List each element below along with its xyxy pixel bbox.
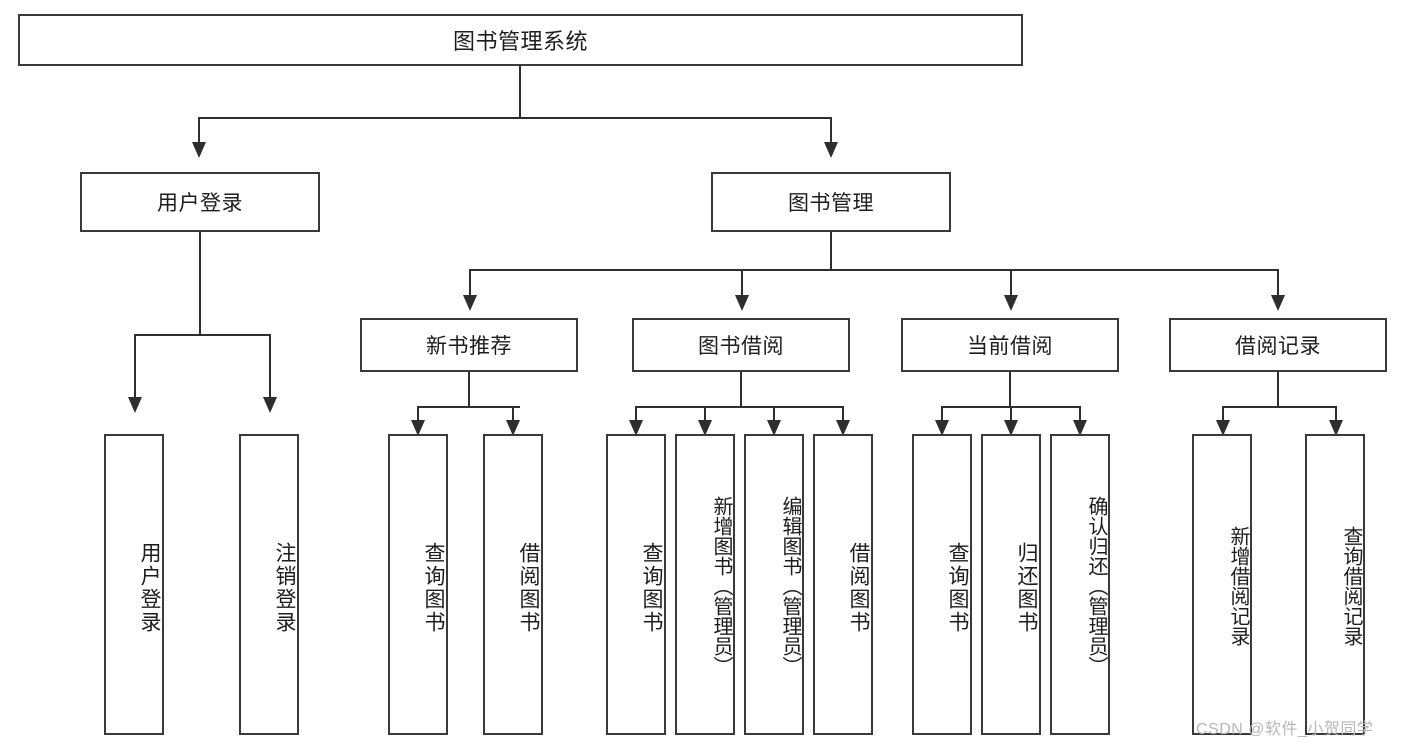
connector-current-borrow-leaf-2 [1010,406,1012,424]
arrowhead-bm-current-borrow [1004,295,1018,311]
connector-bm-to-book-borrow [741,269,743,298]
arrowhead-book-borrow-leaf-2 [698,420,712,436]
connector-borrow-record-leaf-2 [1335,406,1337,424]
connector-book-borrow-leaf-4 [842,406,844,424]
connector-root-bar [198,117,832,119]
connector-root-to-user-login [198,117,200,144]
arrowhead-current-borrow-leaf-1 [935,420,949,436]
leaf-book-borrow-add-admin[interactable]: 新增图书（管理员） [675,434,735,735]
connector-book-borrow-leaf-1 [635,406,637,424]
node-book-borrow[interactable]: 图书借阅 [632,318,850,372]
connector-book-management-bar [469,269,1279,271]
connector-borrow-record-bar [1222,406,1335,408]
arrowhead-bm-new-book [463,295,477,311]
leaf-borrow-record-query[interactable]: 查询借阅记录 [1305,434,1365,735]
arrowhead-new-book-leaf-2 [506,420,520,436]
connector-book-borrow-bar [635,406,844,408]
connector-book-borrow-leaf-2 [704,406,706,424]
arrowhead-book-borrow-leaf-3 [767,420,781,436]
node-current-borrow[interactable]: 当前借阅 [901,318,1119,372]
arrowhead-borrow-record-leaf-1 [1216,420,1230,436]
connector-borrow-record-leaf-1 [1222,406,1224,424]
leaf-current-borrow-return[interactable]: 归还图书 [981,434,1041,735]
connector-new-book-stem [468,372,470,408]
arrowhead-new-book-leaf-1 [411,420,425,436]
connector-user-login-stem [199,232,201,335]
leaf-current-borrow-confirm-admin[interactable]: 确认归还（管理员） [1050,434,1110,735]
node-new-book-recommend[interactable]: 新书推荐 [360,318,578,372]
leaf-book-borrow-edit-admin[interactable]: 编辑图书（管理员） [744,434,804,735]
arrowhead-book-borrow-leaf-1 [629,420,643,436]
connector-bm-to-borrow-record [1277,269,1279,298]
node-book-management[interactable]: 图书管理 [711,172,951,232]
arrowhead-user-login-leaf-2 [263,397,277,413]
connector-book-borrow-stem [740,372,742,408]
leaf-book-borrow-borrow[interactable]: 借阅图书 [813,434,873,735]
arrowhead-borrow-record-leaf-2 [1329,420,1343,436]
connector-book-management-stem [830,232,832,271]
arrowhead-current-borrow-leaf-2 [1004,420,1018,436]
connector-root-stem [519,66,521,118]
connector-user-login-to-leaf-2 [269,334,271,399]
leaf-new-book-borrow[interactable]: 借阅图书 [483,434,543,735]
leaf-user-logout[interactable]: 注销登录 [239,434,299,735]
arrowhead-book-borrow-leaf-4 [836,420,850,436]
leaf-borrow-record-add[interactable]: 新增借阅记录 [1192,434,1252,735]
connector-root-to-book-management [830,117,832,144]
connector-bm-to-new-book [469,269,471,298]
node-root-book-management-system[interactable]: 图书管理系统 [18,14,1023,66]
leaf-new-book-query[interactable]: 查询图书 [388,434,448,735]
connector-current-borrow-leaf-1 [941,406,943,424]
connector-book-borrow-leaf-3 [773,406,775,424]
arrowhead-current-borrow-leaf-3 [1073,420,1087,436]
connector-borrow-record-stem [1277,372,1279,408]
connector-new-book-leaf-1 [417,406,419,424]
arrowhead-bm-borrow-record [1271,295,1285,311]
connector-current-borrow-leaf-3 [1079,406,1081,424]
arrowhead-bm-book-borrow [735,295,749,311]
arrowhead-root-to-user-login [192,142,206,158]
connector-user-login-bar [134,334,271,336]
leaf-current-borrow-query[interactable]: 查询图书 [912,434,972,735]
node-borrow-record[interactable]: 借阅记录 [1169,318,1387,372]
connector-new-book-leaf-2 [512,406,514,424]
arrowhead-root-to-book-management [824,142,838,158]
leaf-book-borrow-query[interactable]: 查询图书 [606,434,666,735]
connector-user-login-to-leaf-1 [134,334,136,399]
arrowhead-user-login-leaf-1 [128,397,142,413]
connector-bm-to-current-borrow [1010,269,1012,298]
connector-current-borrow-stem [1009,372,1011,408]
connector-new-book-bar [417,406,520,408]
leaf-user-login[interactable]: 用户登录 [104,434,164,735]
node-user-login[interactable]: 用户登录 [80,172,320,232]
